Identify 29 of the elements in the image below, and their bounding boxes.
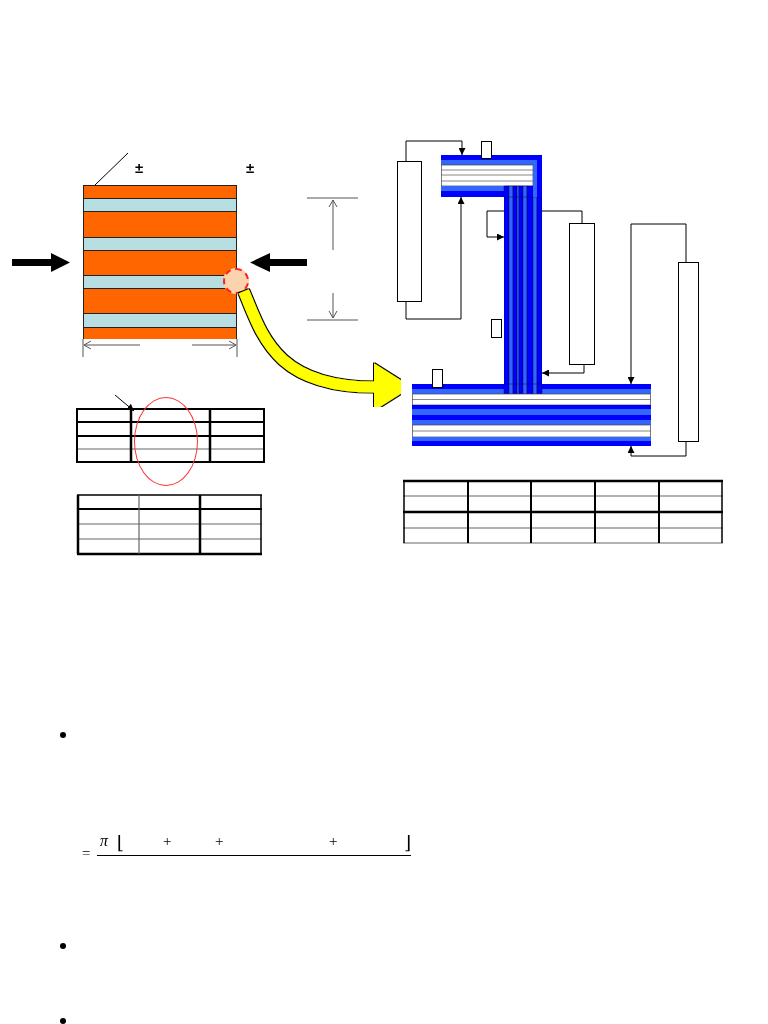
left-bracket-symbol: ⌊: [117, 834, 125, 852]
leader-line: [94, 152, 129, 186]
top-plate-drawing: [441, 155, 542, 197]
equals-sign: =: [82, 846, 91, 861]
connector-arrow: [405, 140, 466, 162]
plus-sign: +: [215, 834, 224, 849]
small-box: [432, 369, 443, 388]
small-box: [491, 319, 502, 338]
connector-arrow: [486, 210, 505, 241]
plus-minus-sign: ±: [135, 160, 144, 175]
curved-arrow: [238, 289, 412, 411]
connector-arrow: [541, 364, 585, 377]
right-bracket-symbol: ⌋: [404, 834, 412, 852]
stem-drawing: [504, 197, 542, 384]
pi-symbol: π: [100, 833, 108, 849]
connector-arrow: [405, 196, 465, 320]
layered-block-drawing: [83, 185, 237, 339]
base-plate-drawing: [412, 384, 651, 446]
column-box: [397, 161, 422, 302]
connector-arrow: [627, 223, 687, 385]
small-box: [481, 141, 492, 159]
leader-arrow: [114, 394, 135, 412]
plus-minus-sign: ±: [246, 160, 255, 175]
column-box: [678, 262, 699, 442]
plus-sign: +: [163, 834, 172, 849]
plus-sign: +: [329, 834, 338, 849]
connector-line: [541, 210, 583, 224]
column-box: [569, 223, 595, 365]
connector-arrow: [627, 441, 687, 457]
